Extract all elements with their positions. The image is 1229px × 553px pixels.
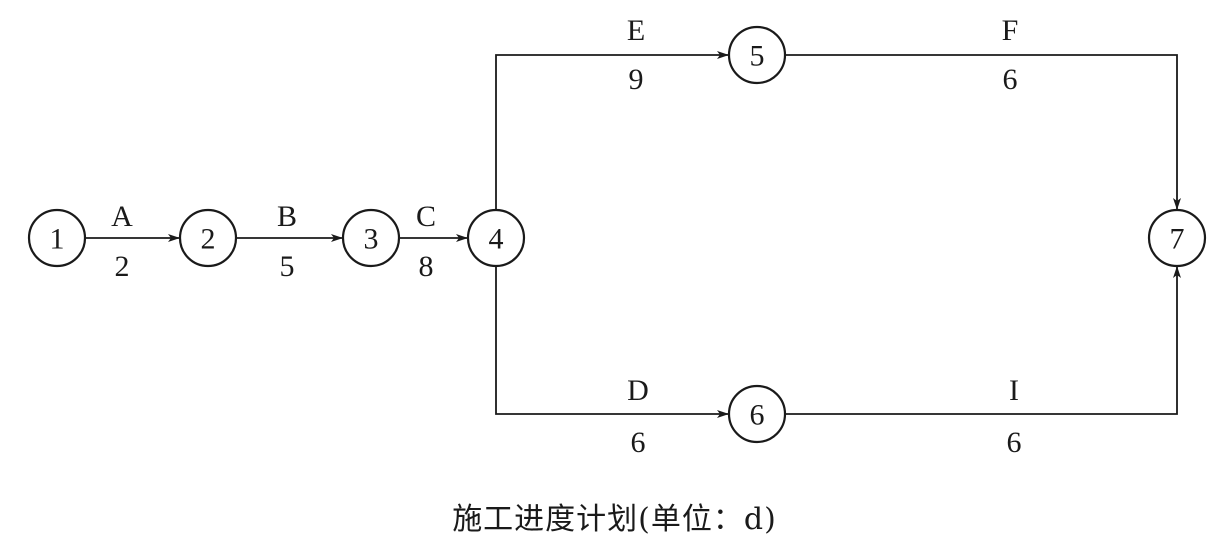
event-node-2: 2	[178, 208, 238, 268]
event-node-label: 5	[750, 40, 765, 73]
event-node-circle	[178, 208, 238, 268]
activity-duration-f: 6	[1003, 63, 1018, 96]
activity-name-f: F	[1002, 14, 1019, 47]
edges-layer	[85, 51, 1181, 418]
activity-duration-c: 8	[419, 250, 434, 283]
activity-arrow-e	[495, 51, 729, 210]
activity-name-b: B	[277, 200, 297, 233]
event-node-5: 5	[727, 25, 787, 85]
event-node-label: 7	[1170, 223, 1185, 256]
event-node-circle	[727, 25, 787, 85]
event-node-circle	[466, 208, 526, 268]
event-node-circle	[1147, 208, 1207, 268]
activity-duration-e: 9	[629, 63, 644, 96]
activity-name-a: A	[111, 200, 133, 233]
activity-duration-d: 6	[631, 426, 646, 459]
event-node-3: 3	[341, 208, 401, 268]
activity-arrow-i	[785, 266, 1181, 415]
nodes-layer: 1 2 3 4 5 6 7	[27, 25, 1207, 444]
diagram-caption: 施工进度计划(单位：d)	[452, 502, 777, 537]
event-node-label: 3	[364, 223, 379, 256]
activity-duration-i: 6	[1007, 426, 1022, 459]
event-node-circle	[727, 384, 787, 444]
activity-name-e: E	[627, 14, 645, 47]
event-node-circle	[341, 208, 401, 268]
event-node-label: 1	[50, 223, 65, 256]
activity-name-i: I	[1009, 374, 1019, 407]
activity-arrow-f	[785, 54, 1181, 210]
event-node-6: 6	[727, 384, 787, 444]
activity-name-c: C	[416, 200, 436, 233]
event-node-label: 2	[201, 223, 216, 256]
activity-duration-b: 5	[280, 250, 295, 283]
event-node-4: 4	[466, 208, 526, 268]
event-node-circle	[27, 208, 87, 268]
activity-arrow-d	[495, 266, 729, 418]
event-node-7: 7	[1147, 208, 1207, 268]
event-node-1: 1	[27, 208, 87, 268]
event-node-label: 4	[489, 223, 504, 256]
activity-name-d: D	[627, 374, 649, 407]
activity-duration-a: 2	[115, 250, 130, 283]
event-node-label: 6	[750, 399, 765, 432]
